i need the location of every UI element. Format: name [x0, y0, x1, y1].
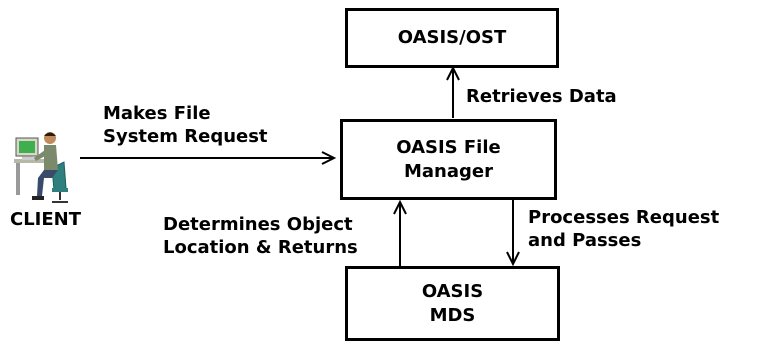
edge-label-mds-to-manager: Determines Object Location & Returns: [163, 213, 358, 259]
edge-label-client-line-1: Makes File: [103, 103, 211, 124]
edge-label-client-to-manager: Makes File System Request: [103, 102, 268, 148]
node-mds-line-1: OASIS: [421, 280, 484, 302]
node-oasis-ost: OASIS/OST: [345, 8, 559, 68]
edge-label-mds-line-1: Processes Request: [528, 207, 720, 228]
node-oasis-mds: OASIS MDS: [345, 266, 560, 341]
edge-label-ost-line-1: Retrieves Data: [466, 86, 617, 107]
edge-label-return-line-1: Determines Object: [163, 214, 353, 235]
edge-label-mds-line-2: and Passes: [528, 230, 642, 251]
edge-label-manager-to-ost: Retrieves Data: [466, 85, 617, 108]
node-mds-line-2: MDS: [429, 304, 476, 326]
edge-label-return-line-2: Location & Returns: [163, 237, 358, 258]
edge-label-client-line-2: System Request: [103, 126, 268, 147]
node-oasis-ost-label: OASIS/OST: [397, 27, 507, 48]
node-file-manager-line-2: Manager: [404, 160, 493, 182]
node-file-manager-line-1: OASIS File: [396, 136, 501, 158]
edge-label-manager-to-mds: Processes Request and Passes: [528, 206, 719, 252]
arrow-client-to-manager: [80, 151, 337, 165]
person-at-computer-icon: [14, 132, 68, 203]
arrow-mds-to-manager: [393, 199, 407, 266]
arrow-manager-to-ost: [446, 65, 460, 118]
node-oasis-file-manager: OASIS File Manager: [340, 119, 557, 200]
client-label: CLIENT: [10, 209, 82, 230]
arrow-manager-to-mds: [506, 200, 520, 267]
